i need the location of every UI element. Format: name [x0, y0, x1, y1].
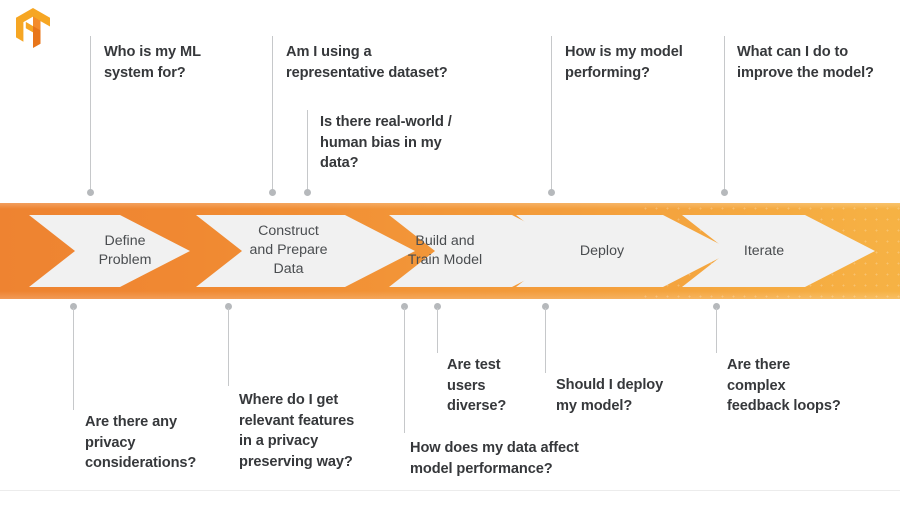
question-complex-feedback-loops: Are there complex feedback loops? [727, 357, 841, 415]
connector-dot-top-1 [87, 189, 94, 196]
question-relevant-features-privacy: Where do I get relevant features in a pr… [239, 392, 355, 471]
question-should-i-deploy-my-model: Should I deploy my model? [556, 377, 664, 414]
connector-line-top-3 [307, 110, 308, 192]
connector-dot-top-4 [548, 189, 555, 196]
connector-dot-top-3 [304, 189, 311, 196]
chevron-build-train-model[interactable] [389, 215, 582, 287]
step-label-iterate: Iterate [743, 243, 785, 259]
step-label-deploy: Deploy [579, 243, 625, 259]
step-label-define-problem: Define Problem [98, 233, 152, 268]
question-test-users-diverse: Are test users diverse? [447, 357, 507, 415]
connector-line-bottom-6 [716, 308, 717, 353]
connector-dot-bottom-2 [225, 303, 232, 310]
tensorflow-logo [16, 8, 50, 48]
chevron-define-problem[interactable] [29, 215, 190, 287]
step-label-construct-prepare-data: Construct and Prepare Data [249, 223, 328, 277]
footer-strip [0, 490, 900, 507]
connector-line-top-4 [551, 36, 552, 192]
question-how-is-my-model-performing: How is my model performing? [565, 44, 683, 81]
question-real-world-human-bias: Is there real-world / human bias in my d… [320, 114, 452, 172]
connector-line-top-2 [272, 36, 273, 192]
chevron-iterate[interactable] [682, 215, 875, 287]
connector-line-bottom-5 [545, 308, 546, 373]
chevron-deploy[interactable] [516, 215, 733, 287]
connector-line-bottom-4 [437, 308, 438, 353]
chevron-construct-prepare-data[interactable] [196, 215, 415, 287]
pipeline-chevrons [29, 215, 875, 287]
connector-line-top-5 [724, 36, 725, 192]
connector-line-bottom-2 [228, 308, 229, 386]
connector-line-bottom-3 [404, 308, 405, 433]
question-data-affect-performance: How does my data affect model performanc… [410, 440, 579, 477]
connector-dot-bottom-4 [434, 303, 441, 310]
question-privacy-considerations: Are there any privacy considerations? [85, 414, 197, 472]
connector-dot-top-2 [269, 189, 276, 196]
connector-line-top-1 [90, 36, 91, 192]
step-label-build-train-model: Build and Train Model [407, 233, 483, 268]
connector-dot-bottom-6 [713, 303, 720, 310]
connector-line-bottom-1 [73, 308, 74, 410]
question-improve-the-model: What can I do to improve the model? [737, 44, 874, 81]
connector-dot-bottom-5 [542, 303, 549, 310]
connector-dot-bottom-1 [70, 303, 77, 310]
connector-dot-bottom-3 [401, 303, 408, 310]
question-representative-dataset: Am I using a representative dataset? [286, 44, 448, 81]
question-who-is-my-ml-system-for: Who is my ML system for? [104, 44, 201, 81]
connector-dot-top-5 [721, 189, 728, 196]
